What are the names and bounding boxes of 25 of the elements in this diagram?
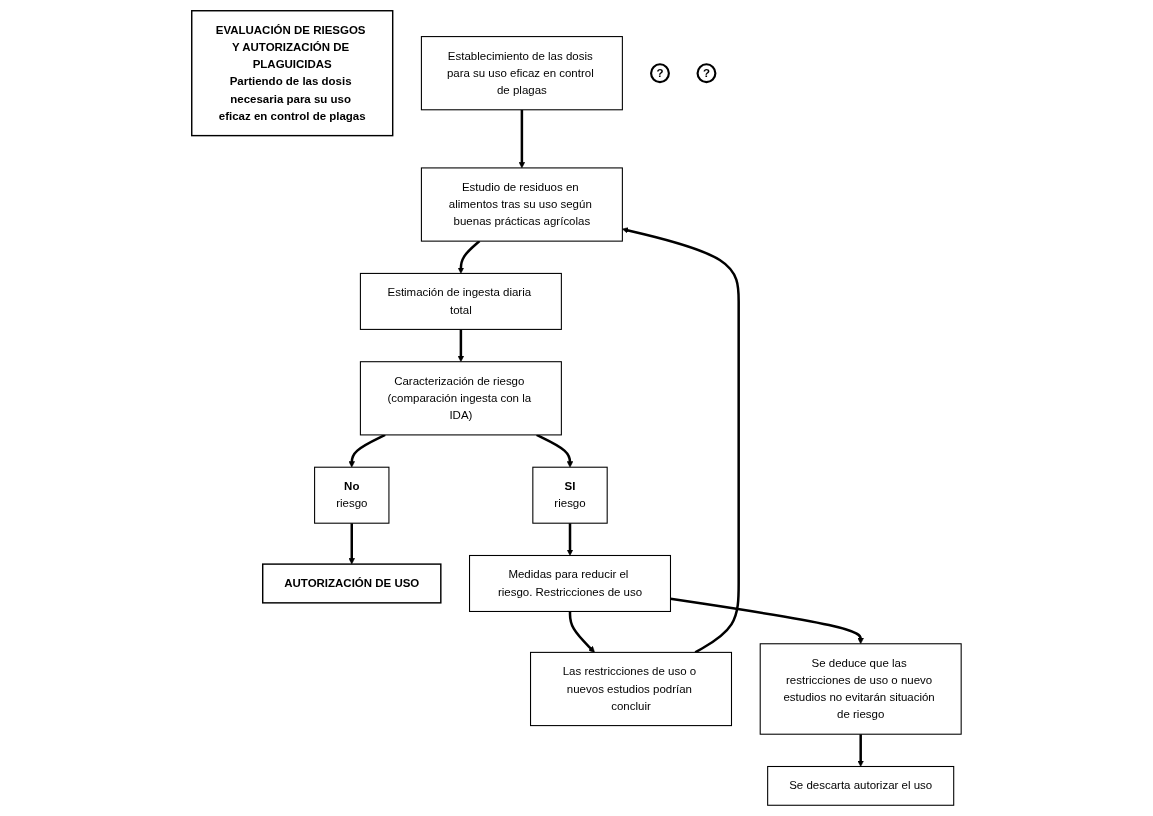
node-box: Establecimiento de las dosis para su uso eficaz en control de plagas	[420, 36, 623, 111]
arrow	[536, 433, 574, 468]
node-box: Se deduce que las restricciones de uso o nuevo estudios no evitarán situación de riesgo	[759, 643, 962, 735]
arrow	[457, 240, 481, 274]
arrow	[622, 227, 740, 654]
node-box: Estudio de residuos en alimentos tras su uso según buenas prácticas agrícolas	[420, 167, 623, 242]
arrow	[568, 611, 595, 653]
arrow	[348, 433, 386, 468]
node-box: Medidas para reducir el riesgo. Restricciones de uso	[469, 554, 672, 612]
node-box: No riesgo	[314, 466, 390, 524]
node-circle: ?	[696, 63, 717, 84]
node-box: Se descarta autorizar el uso	[767, 765, 955, 806]
node-box: Estimación de ingesta diaria total	[359, 272, 562, 330]
node-box: SI riesgo	[532, 466, 608, 524]
arrow	[566, 523, 574, 556]
node-box: Caracterización de riesgo (comparación ingesta con la IDA)	[359, 361, 562, 436]
arrow	[518, 109, 526, 169]
arrow	[670, 597, 864, 645]
arrow	[348, 523, 355, 565]
arrow	[457, 329, 465, 362]
node-circle: ?	[650, 63, 670, 84]
node-box: EVALUACIÓN DE RIESGOS Y AUTORIZACIÓN DE PLAGUICIDAS Partiendo de las dosis necesaria para su uso eficaz en control de plagas	[191, 10, 394, 137]
arrow	[857, 734, 864, 767]
node-box: Las restricciones de uso o nuevos estudios podrían concluir	[530, 651, 733, 727]
node-box: AUTORIZACIÓN DE USO	[262, 563, 442, 604]
